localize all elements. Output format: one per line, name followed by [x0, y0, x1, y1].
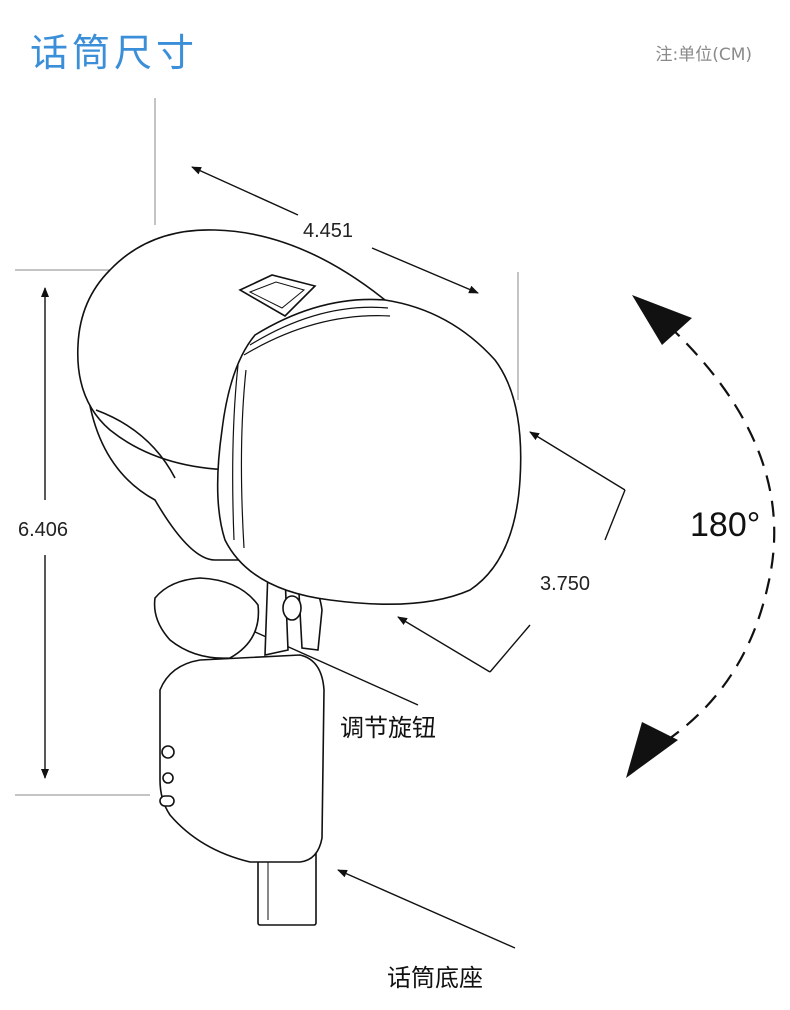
rotation-arrowhead-top — [632, 295, 692, 345]
base-label: 话筒底座 — [387, 964, 483, 992]
front-dimension-arrow — [397, 431, 626, 673]
width-dimension-arrow — [191, 166, 479, 294]
base-callout-arrow — [337, 869, 516, 949]
rotation-angle-label: 180° — [690, 506, 761, 544]
indicator-dot — [161, 745, 175, 759]
knob-label: 调节旋钮 — [340, 714, 436, 742]
front-dimension-label: 3.750 — [540, 573, 591, 595]
unit-note: 注:单位(CM) — [655, 45, 752, 65]
width-dimension-label: 4.451 — [303, 220, 354, 242]
adjustment-knob — [153, 577, 260, 659]
front-grille — [216, 298, 522, 606]
page-title: 话筒尺寸 — [30, 31, 199, 75]
mount-bracket — [159, 654, 325, 863]
microphone-body — [76, 229, 522, 926]
height-dimension-label: 6.406 — [18, 519, 69, 541]
indicator-dot — [162, 772, 174, 784]
housing-seam — [95, 409, 176, 479]
guide-lines — [15, 98, 519, 796]
yoke-pivot — [282, 595, 302, 621]
rotation-arrowhead-bottom — [626, 722, 678, 778]
indicator-dot — [159, 795, 175, 807]
rotation-arc — [626, 295, 776, 778]
